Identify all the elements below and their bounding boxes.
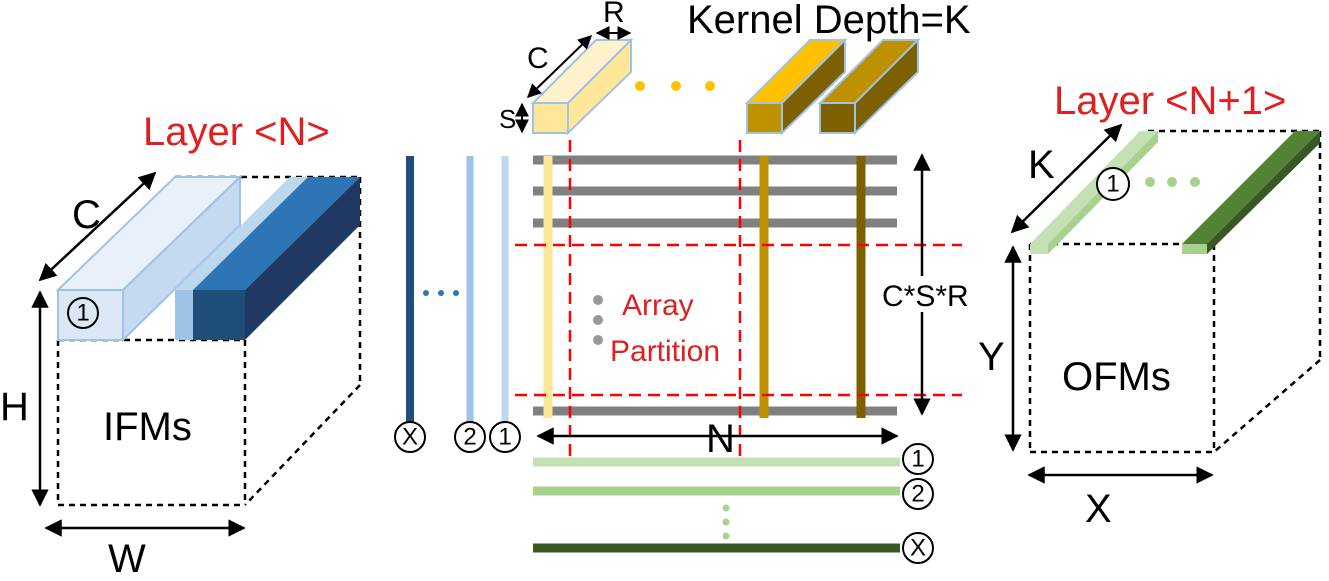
output-ellipsis: [722, 504, 730, 540]
ofm-y-label: Y: [978, 335, 1005, 379]
ifm-index-1-badge: 1: [67, 297, 99, 329]
ofm-name: OFMs: [1062, 355, 1171, 399]
svg-text:2: 2: [911, 481, 924, 508]
col-badge-1: 1: [489, 421, 521, 453]
kernel-k: [817, 37, 921, 136]
ifm-c-label: C: [72, 193, 101, 237]
ofm-k-arrow: [1010, 123, 1123, 234]
svg-text:X: X: [910, 535, 926, 562]
ifm-cube: 1 C H W Layer <N> IFMs: [0, 110, 362, 581]
ofm-layer-title: Layer <N+1>: [1054, 79, 1286, 123]
ofm-ellipsis: [1145, 177, 1200, 187]
kernel-s-label: S: [499, 104, 516, 134]
kernel-2: [744, 37, 848, 136]
ofm-index-1-badge: 1: [1096, 167, 1130, 201]
array-partition-label-1: Array: [622, 289, 694, 322]
ofm-k-label: K: [1028, 143, 1055, 187]
kernel-c-arrow: [526, 35, 593, 98]
svg-text:1: 1: [76, 300, 89, 327]
svg-text:1: 1: [498, 424, 511, 451]
pe-array: Array Partition C*S*R N: [515, 140, 976, 462]
array-rows-label-bg: [880, 276, 976, 312]
kernel-depth-title: Kernel Depth=K: [687, 0, 971, 42]
kernel-r-label: R: [603, 0, 625, 29]
array-cols-label: N: [706, 417, 735, 461]
array-row-ellipsis: [593, 295, 603, 345]
partition-lines: [515, 140, 962, 462]
ofm-cube: 1 K Y X Layer <N+1> OFMs: [978, 79, 1322, 531]
array-rows-label: C*S*R: [882, 280, 969, 313]
ofm-x-label: X: [1085, 487, 1112, 531]
svg-text:X: X: [402, 424, 418, 451]
svg-text:1: 1: [1106, 171, 1119, 198]
out-badge-x: X: [902, 532, 934, 564]
ifm-c-arrow: [38, 171, 157, 282]
ifm-prism-2: [175, 177, 312, 340]
array-partition-label-2: Partition: [610, 335, 720, 368]
array-rows: [533, 155, 897, 416]
input-columns: X 2 1: [394, 156, 521, 453]
output-rows: 1 2 X: [533, 443, 934, 564]
ifm-h-label: H: [0, 385, 29, 429]
ofm-bar-k: [1182, 131, 1320, 254]
ifm-layer-title: Layer <N>: [143, 110, 330, 154]
kernel-ellipsis: [635, 81, 715, 91]
ifm-w-label: W: [108, 537, 146, 581]
col-badge-2: 2: [454, 421, 486, 453]
ifm-name: IFMs: [103, 405, 192, 449]
input-ellipsis: [423, 290, 459, 296]
svg-text:1: 1: [911, 446, 924, 473]
out-badge-2: 2: [902, 478, 934, 510]
ofm-cube-outline: [1028, 129, 1322, 454]
svg-text:2: 2: [463, 424, 476, 451]
kernel-c-label: C: [527, 42, 549, 75]
out-badge-1: 1: [902, 443, 934, 475]
ifm-prism-last: [193, 177, 360, 340]
kernels: Kernel Depth=K R C S: [499, 0, 971, 136]
col-badge-x: X: [394, 421, 426, 453]
